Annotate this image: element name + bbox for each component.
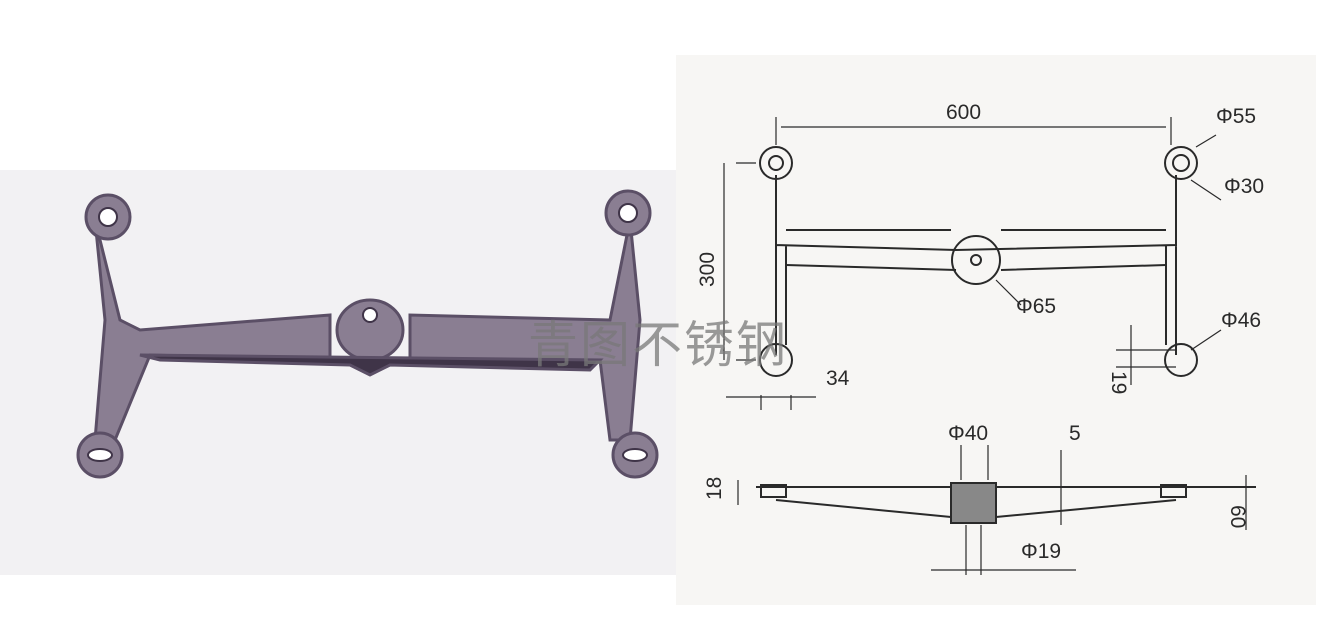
dimension-drawing (723, 117, 1256, 575)
watermark: 青图不锈钢 (528, 316, 788, 374)
product-photo (0, 170, 690, 575)
technical-drawing: 600 Φ55 Φ30 300 Φ65 Φ46 19 34 Φ40 5 18 6… (676, 55, 1316, 605)
spider-fitting-photo (76, 189, 659, 479)
